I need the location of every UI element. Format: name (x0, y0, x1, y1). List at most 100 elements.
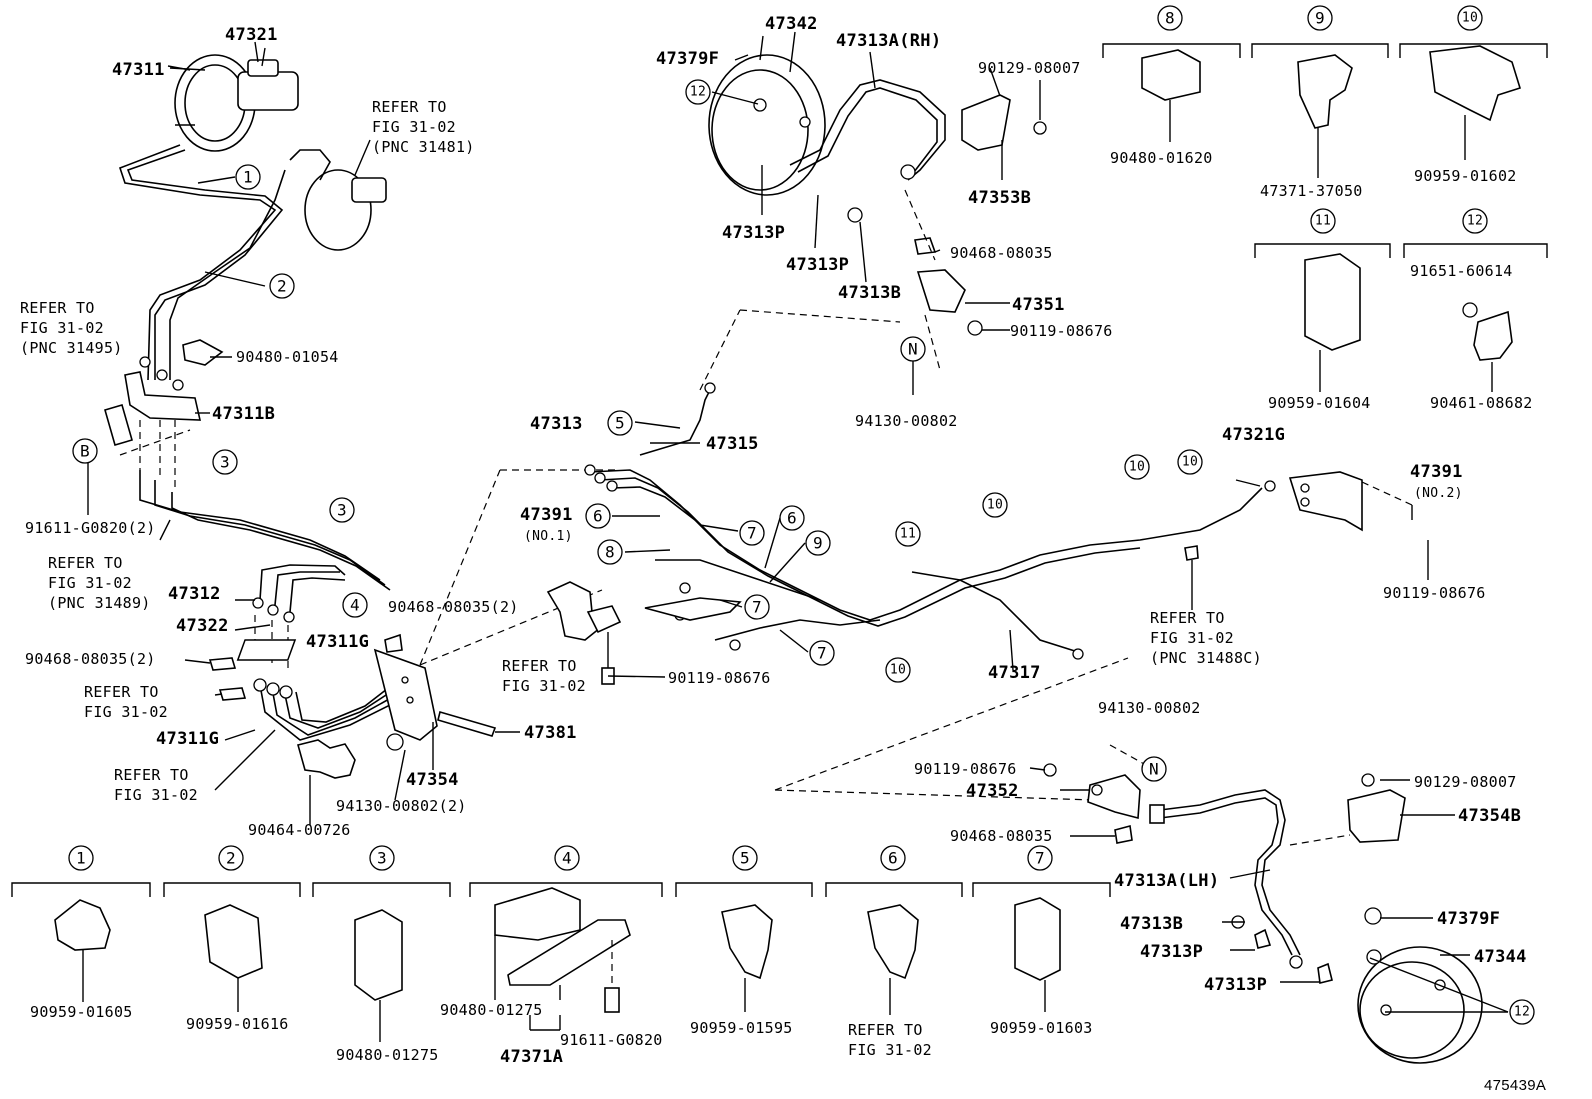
callout-circle (885, 657, 911, 683)
part-label: 47351 (1012, 295, 1065, 315)
part-label: 90959-01595 (690, 1019, 793, 1037)
refer-note-line: (PNC 31481) (372, 138, 475, 156)
part-label: 47313 (530, 414, 583, 434)
callout-circle (744, 594, 770, 620)
callout-circle (235, 164, 261, 190)
callout-circle (342, 592, 368, 618)
callout: 11 (1310, 208, 1336, 234)
callout-number: 10 (890, 663, 906, 678)
callout-circle (607, 410, 633, 436)
callout-circle (218, 845, 244, 871)
part-label: 47354B (1458, 806, 1521, 826)
callout: B (72, 438, 98, 464)
part-label: 90468-08035 (950, 827, 1053, 845)
part-label: 47311G (156, 729, 219, 749)
part-label: 47321G (1222, 425, 1285, 445)
part-label: 90119-08676 (1383, 584, 1486, 602)
part-label: 90480-01275 (336, 1046, 439, 1064)
part-label: 91611-G0820 (560, 1031, 663, 1049)
callout-circle (597, 539, 623, 565)
part-label: 90461-08682 (1430, 394, 1533, 412)
callout: 12 (1462, 208, 1488, 234)
callout: 3 (329, 497, 355, 523)
part-label: 47312 (168, 584, 221, 604)
part-label: 47391 (1410, 462, 1463, 482)
refer-note-line: FIG 31-02 (848, 1041, 932, 1059)
part-label: 47381 (524, 723, 577, 743)
callout-circle (329, 497, 355, 523)
callout-circle (369, 845, 395, 871)
part-label: 47311B (212, 404, 275, 424)
refer-note-line: REFER TO (372, 98, 447, 116)
part-label: 90464-00726 (248, 821, 351, 839)
callout-circle (1027, 845, 1053, 871)
callout-number: 1 (76, 849, 86, 868)
part-label: 90468-08035(2) (388, 598, 519, 616)
callout-circle (900, 336, 926, 362)
callout-circle (880, 845, 906, 871)
callout-number: 6 (593, 507, 603, 526)
callout-circle (805, 530, 831, 556)
refer-note-line: REFER TO (114, 766, 189, 784)
refer-note-line: (PNC 31488C) (1150, 649, 1262, 667)
refer-note-line: FIG 31-02 (114, 786, 198, 804)
refer-note-line: FIG 31-02 (1150, 629, 1234, 647)
callout: 7 (809, 640, 835, 666)
part-label: 90480-01275 (440, 1001, 543, 1019)
part-label: 47321 (225, 25, 278, 45)
callout: 3 (369, 845, 395, 871)
callout: 4 (554, 845, 580, 871)
part-label: 90959-01603 (990, 1019, 1093, 1037)
callout-number: N (1149, 760, 1159, 779)
callout-circle (1177, 449, 1203, 475)
callout-number: 12 (1467, 214, 1483, 229)
part-label: 90959-01602 (1414, 167, 1517, 185)
callout-number: 2 (226, 849, 236, 868)
part-label: 47371-37050 (1260, 182, 1363, 200)
part-label: 47311 (112, 60, 165, 80)
part-label: 47313B (1120, 914, 1183, 934)
callout-circle (1307, 5, 1333, 31)
refer-note: REFER TO FIG 31-02 (114, 766, 198, 804)
callout: 5 (732, 845, 758, 871)
callout: 10 (1124, 454, 1150, 480)
callout: N (1141, 756, 1167, 782)
callout-number: 5 (740, 849, 750, 868)
callout-circle (1124, 454, 1150, 480)
callout-number: 7 (1035, 849, 1045, 868)
callout-number: 4 (350, 596, 360, 615)
part-label: 90959-01616 (186, 1015, 289, 1033)
callout-circle (732, 845, 758, 871)
callout-number: B (80, 442, 90, 461)
callout: 10 (885, 657, 911, 683)
part-label: 47313A(RH) (836, 31, 941, 51)
callout: N (900, 336, 926, 362)
callout: 10 (1457, 5, 1483, 31)
callout-circle (68, 845, 94, 871)
callout-number: 10 (1182, 455, 1198, 470)
callout: 10 (982, 492, 1008, 518)
callout-circle (585, 503, 611, 529)
line-art (11, 31, 1548, 1064)
callout-number: 8 (605, 543, 615, 562)
callout-number: 6 (787, 509, 797, 528)
part-label: 47342 (765, 14, 818, 34)
callout: 2 (269, 273, 295, 299)
part-label: 47313B (838, 283, 901, 303)
refer-note-line: FIG 31-02 (48, 574, 132, 592)
callout: 6 (779, 505, 805, 531)
part-label: 47311G (306, 632, 369, 652)
callout-circle (269, 273, 295, 299)
refer-note-line: FIG 31-02 (20, 319, 104, 337)
callout-number: 9 (813, 534, 823, 553)
part-label: (NO.2) (1414, 486, 1463, 501)
callout: 11 (895, 521, 921, 547)
callout-number: 10 (1462, 11, 1478, 26)
callout: 4 (342, 592, 368, 618)
part-label: 47379F (1437, 909, 1500, 929)
callout-number: 3 (220, 453, 230, 472)
callout-circle (554, 845, 580, 871)
